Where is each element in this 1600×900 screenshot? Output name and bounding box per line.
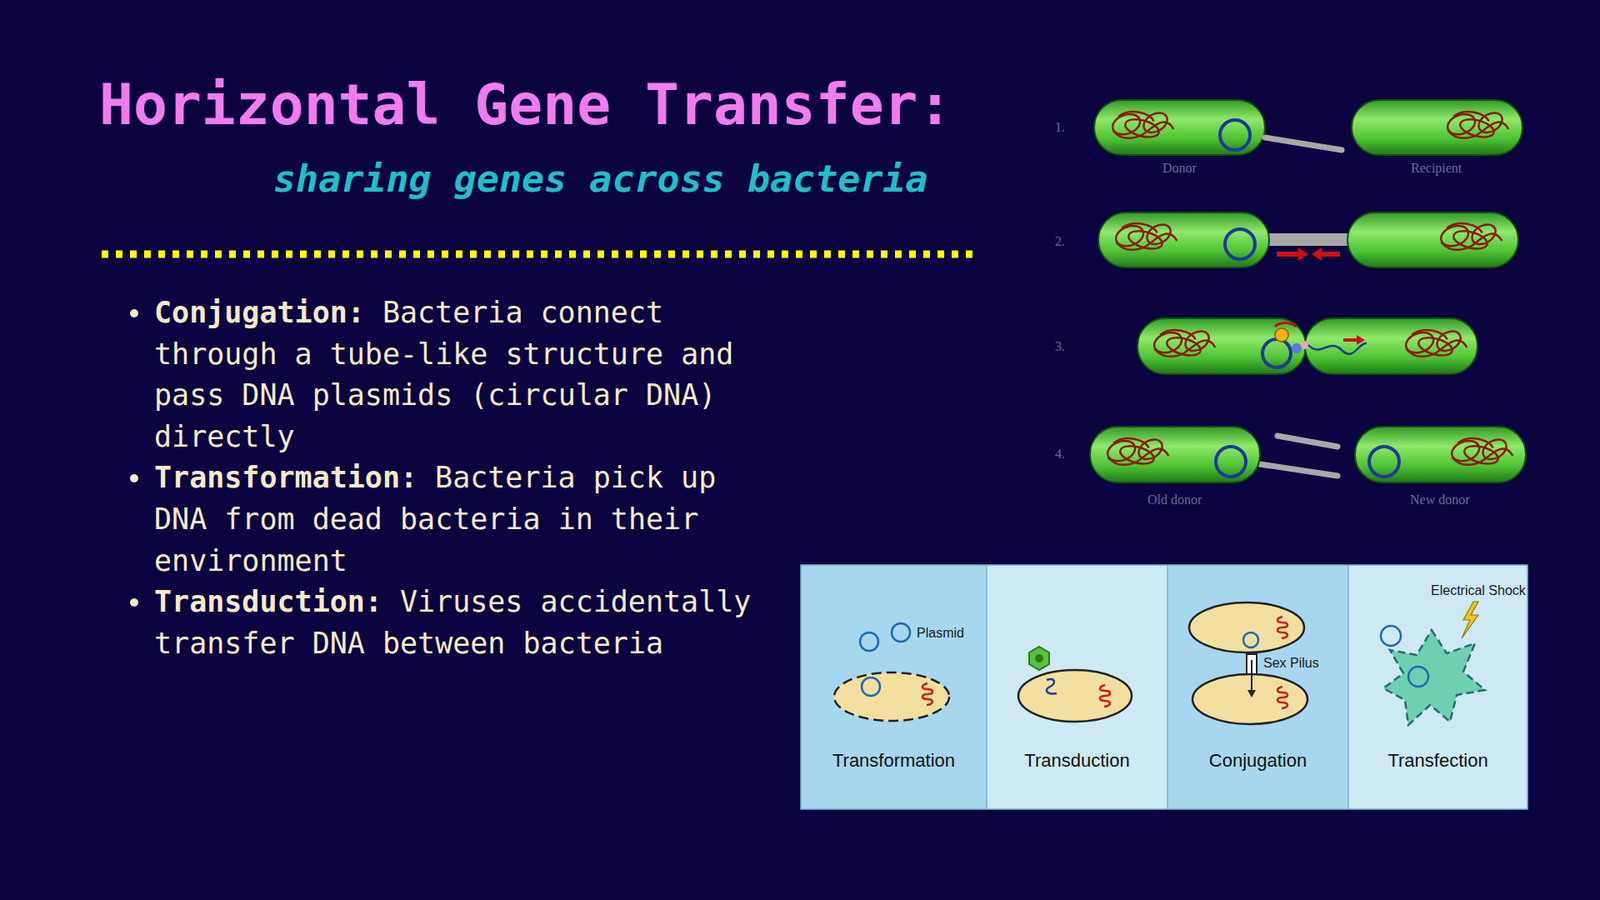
bullet-term: Conjugation: bbox=[154, 295, 365, 330]
bullet-item: Transformation:Bacteria pick up DNA from… bbox=[154, 457, 771, 582]
step-number: 4. bbox=[1055, 447, 1065, 461]
panel-cell: Conjugation bbox=[1167, 565, 1349, 810]
cell-title: Transfection bbox=[1387, 750, 1488, 772]
bullet-dot bbox=[130, 309, 139, 318]
panel-cell: Transformation bbox=[800, 565, 987, 810]
bullet-list: Conjugation:Bacteria connect through a t… bbox=[154, 292, 771, 665]
cell-label: Recipient bbox=[1410, 161, 1462, 175]
bullet-term: Transduction: bbox=[154, 585, 383, 619]
slide-title: Horizontal Gene Transfer: bbox=[99, 76, 953, 134]
part-label: Sex Pilus bbox=[1263, 656, 1320, 670]
part-label: Electrical Shock bbox=[1430, 584, 1526, 598]
bullet-dot bbox=[130, 474, 139, 483]
panel-cell: Transfection bbox=[1348, 565, 1528, 810]
panel-cell: Transduction bbox=[986, 565, 1168, 810]
bullet-dot bbox=[130, 598, 139, 607]
bullet-item: Transduction:Viruses accidentally transf… bbox=[154, 581, 771, 665]
bullet-term: Transformation: bbox=[154, 460, 418, 495]
step-number: 1. bbox=[1055, 120, 1065, 135]
cell-label: Donor bbox=[1162, 161, 1197, 175]
cell-title: Conjugation bbox=[1209, 750, 1307, 772]
cell-title: Transformation bbox=[832, 750, 955, 772]
subtitle: sharing genes across bacteria bbox=[273, 156, 929, 202]
bullet-item: Conjugation:Bacteria connect through a t… bbox=[154, 292, 771, 458]
part-label: Plasmid bbox=[916, 626, 965, 640]
cell-title: Transduction bbox=[1024, 750, 1130, 772]
step-number: 3. bbox=[1055, 340, 1065, 354]
step-number: 2. bbox=[1055, 235, 1065, 249]
cell-label: New donor bbox=[1410, 493, 1470, 507]
cell-label: Old donor bbox=[1147, 493, 1202, 507]
